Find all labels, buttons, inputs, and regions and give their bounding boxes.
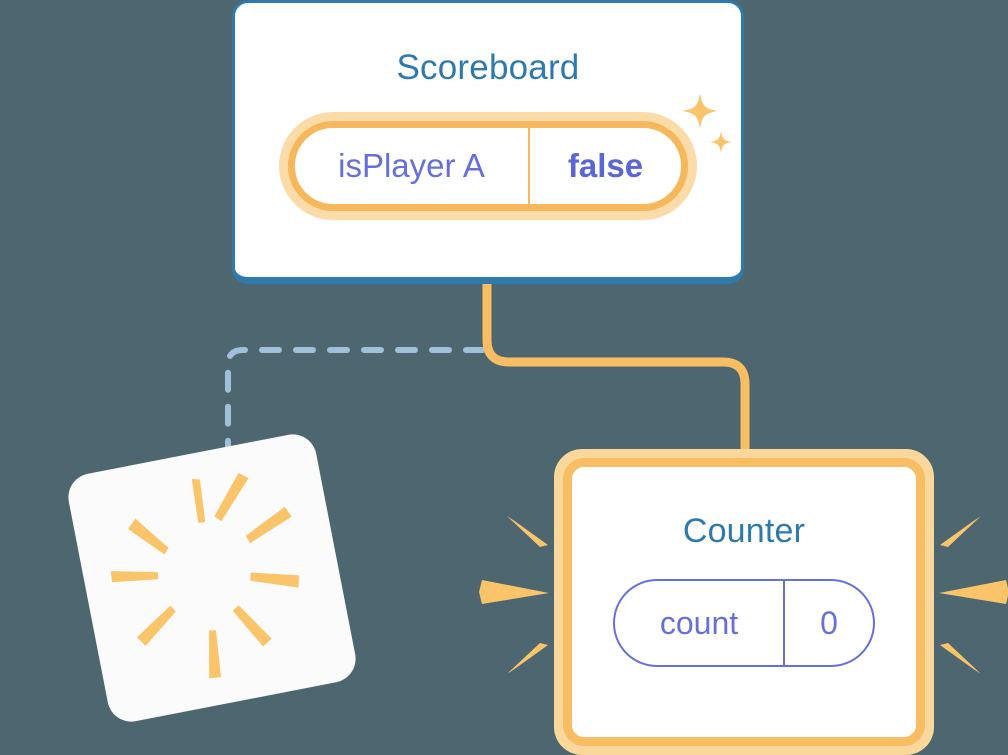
counter-title: Counter	[682, 512, 806, 550]
scoreboard-property-key: isPlayer A	[338, 147, 485, 184]
connector-solid-scoreboard-to-counter	[482, 283, 750, 470]
counter-property-row: count 0	[572, 551, 916, 667]
scoreboard-property-row: isPlayer A false	[235, 88, 741, 220]
scoreboard-title: Scoreboard	[396, 48, 580, 87]
connector-dashed-scoreboard-to-burst-card	[225, 347, 486, 465]
ray-burst-icon-card	[110, 473, 300, 679]
node-card-burst[interactable]	[64, 430, 360, 726]
counter-property-key: count	[659, 604, 739, 641]
node-card-counter[interactable]: Counter count 0	[554, 449, 934, 755]
node-card-scoreboard[interactable]: Scoreboard isPlayer A false	[232, 0, 744, 284]
scoreboard-property-value: false	[528, 128, 681, 204]
counter-card-surface: Counter count 0	[563, 458, 925, 746]
counter-property-pill[interactable]: count 0	[613, 579, 875, 667]
counter-property-value: 0	[783, 581, 873, 665]
scoreboard-property-pill-halo: isPlayer A false	[279, 112, 697, 220]
scoreboard-property-pill[interactable]: isPlayer A false	[288, 121, 688, 211]
